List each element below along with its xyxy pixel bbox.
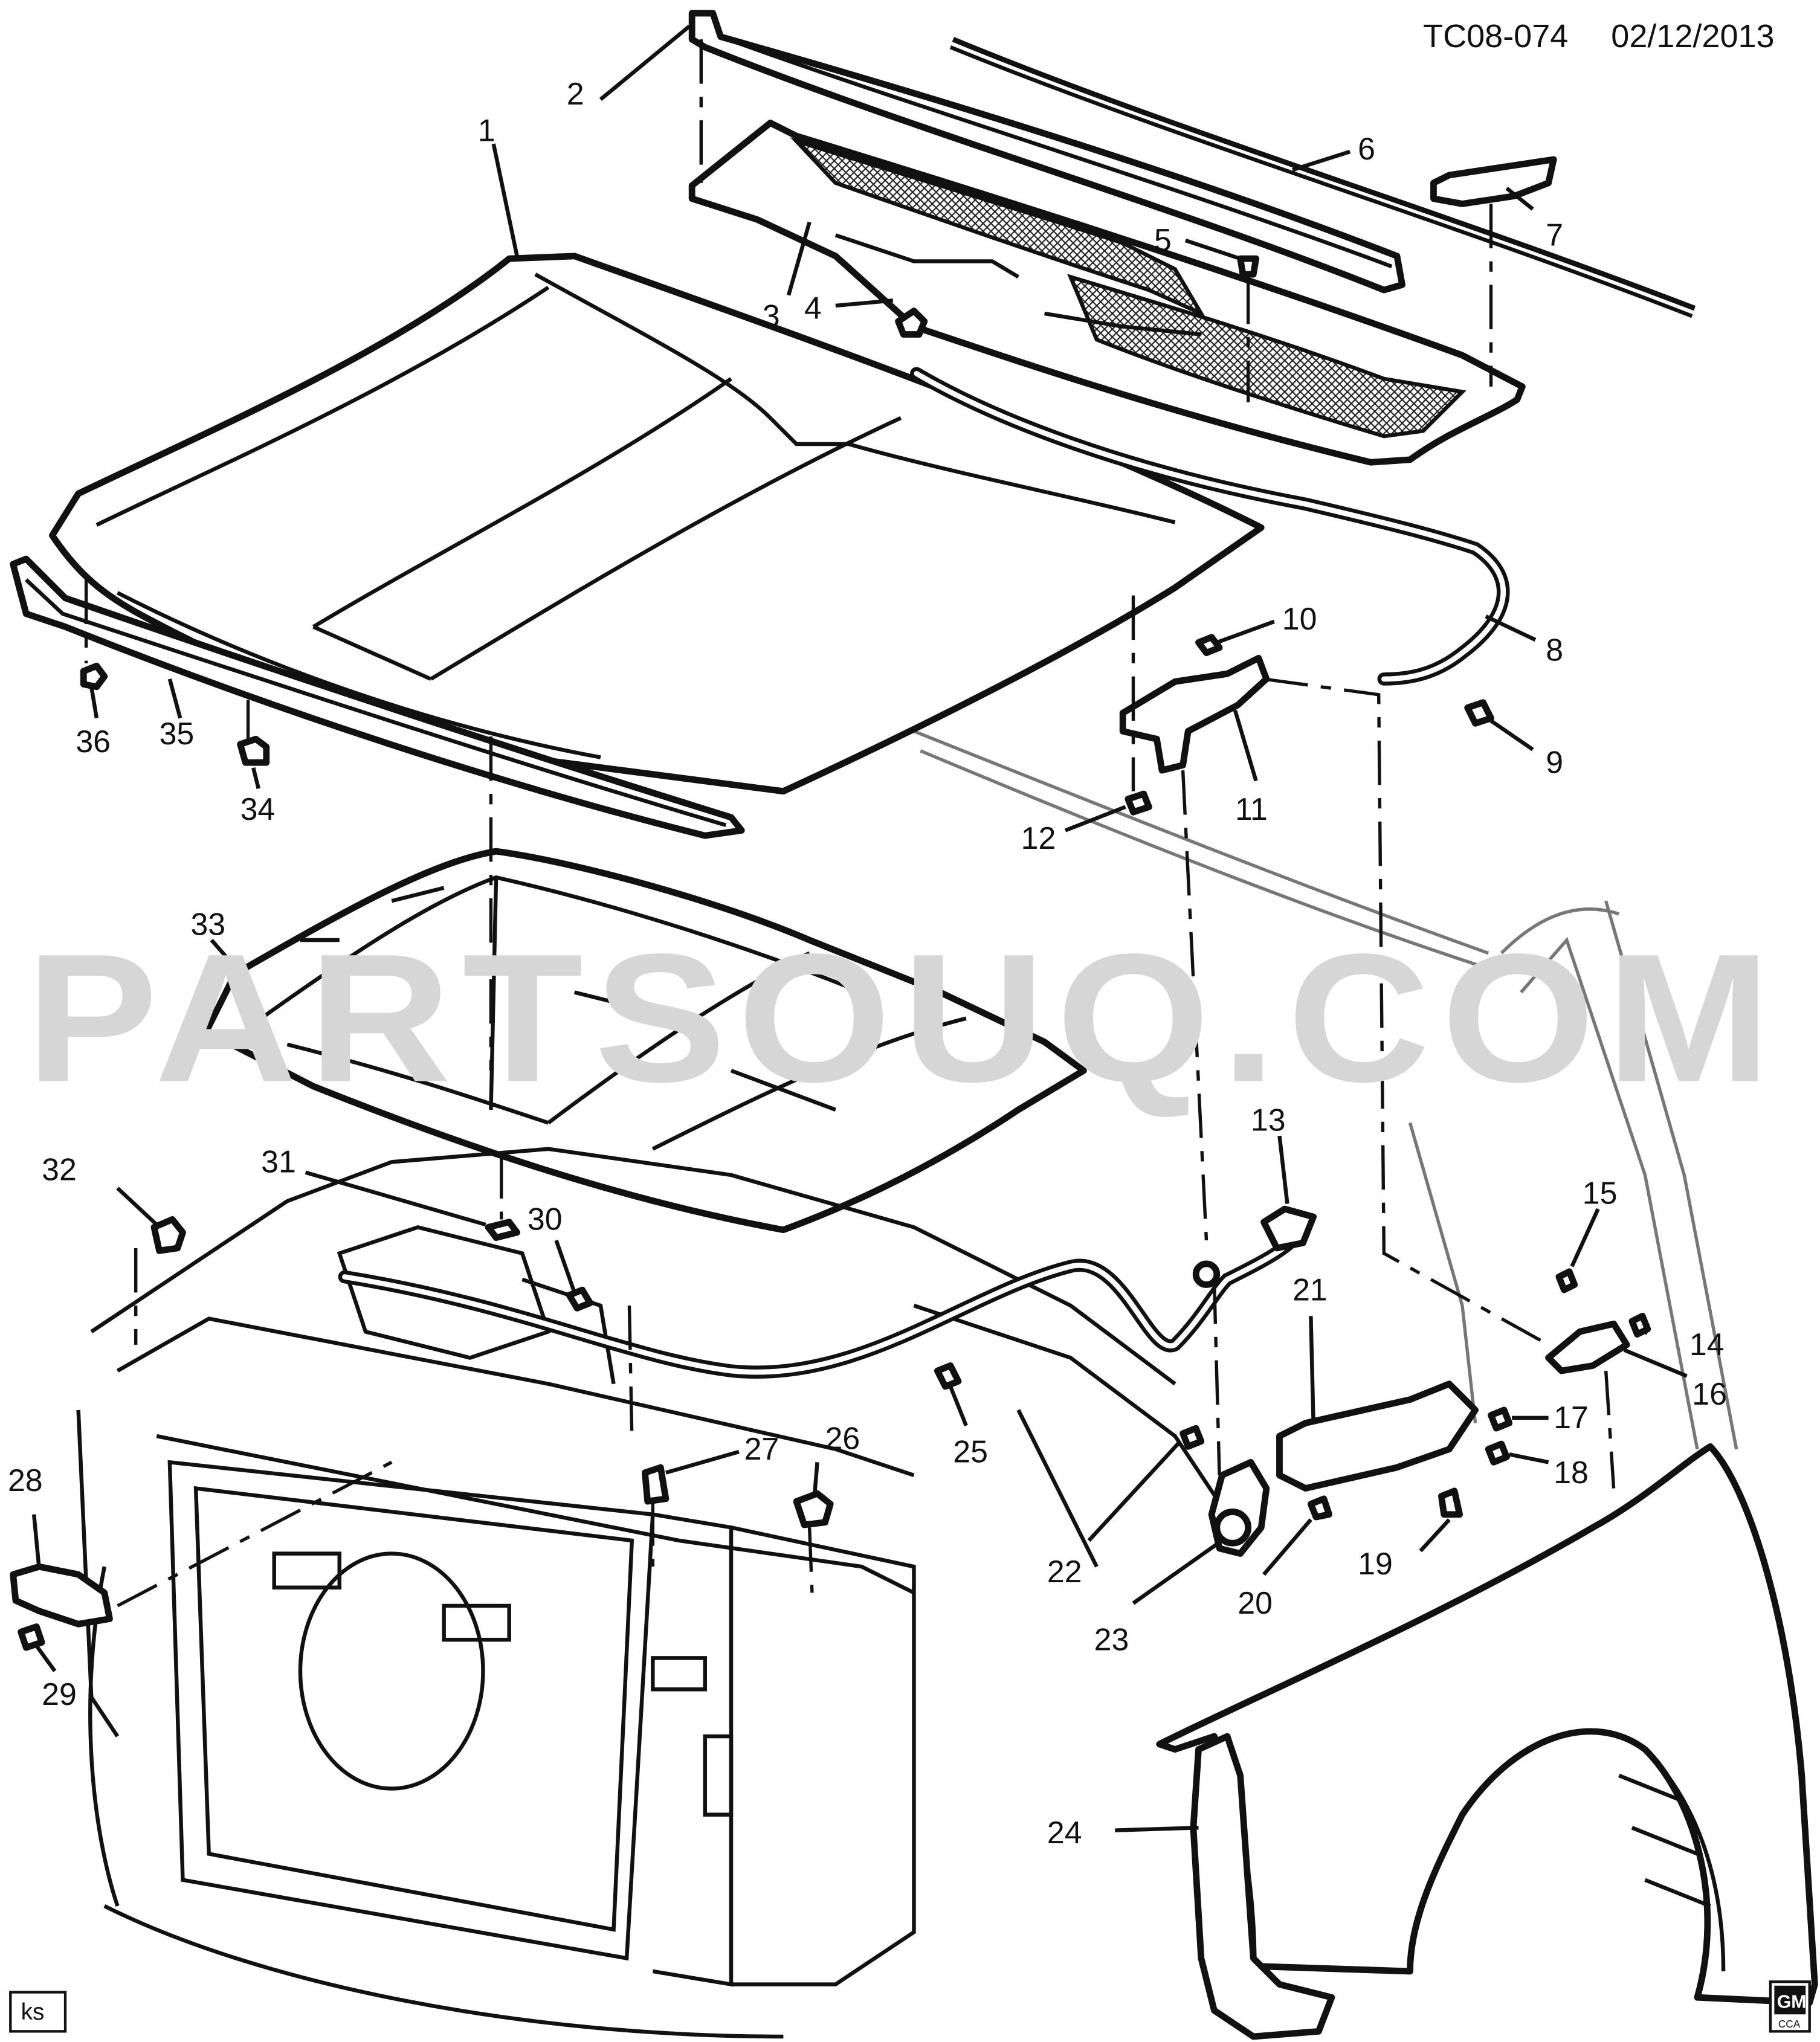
part-22-bolt	[1179, 1425, 1205, 1450]
callout-4: 4	[804, 291, 822, 326]
callout-32: 32	[42, 1152, 77, 1187]
callout-10: 10	[1282, 601, 1317, 636]
leader-lines	[31, 25, 1688, 1832]
vehicle-outline	[913, 729, 1738, 1450]
callout-25: 25	[953, 1434, 988, 1469]
release-cable	[338, 367, 1510, 1379]
part-15-bolt	[1555, 1268, 1578, 1293]
part-12-bolt	[1125, 790, 1152, 816]
callout-18: 18	[1554, 1455, 1589, 1490]
callout-28: 28	[8, 1463, 43, 1498]
callout-15: 15	[1583, 1175, 1618, 1210]
callout-26: 26	[825, 1421, 860, 1456]
part-34-clip	[237, 735, 270, 766]
callout-29: 29	[42, 1676, 77, 1712]
part-26-bumper	[793, 1490, 834, 1528]
part-30-nut	[566, 1286, 594, 1312]
part-4-nozzle	[895, 308, 928, 338]
initials-box	[9, 1991, 67, 2033]
callout-19: 19	[1358, 1546, 1393, 1581]
callout-17: 17	[1554, 1400, 1589, 1435]
callout-34: 34	[240, 791, 276, 826]
callout-35: 35	[160, 716, 195, 751]
callout-labels: 1 2 3 4 5 6 7 8 9 10 11 12 13 14 15 16 1…	[8, 76, 1727, 1850]
part-7-end-cap	[1430, 156, 1557, 207]
alignment-lines	[84, 39, 1616, 1608]
callout-22: 22	[1047, 1554, 1082, 1589]
part-17-bolt	[1488, 1406, 1513, 1432]
callout-5: 5	[1154, 222, 1172, 257]
callout-3: 3	[763, 298, 780, 333]
part-2-cowl-seal	[688, 10, 1405, 294]
callout-31: 31	[261, 1144, 296, 1179]
gm-logo: GM CCA	[1769, 1980, 1811, 2033]
callout-23: 23	[1094, 1622, 1129, 1657]
callout-36: 36	[76, 724, 111, 759]
callout-27: 27	[744, 1431, 779, 1466]
callout-1: 1	[478, 113, 495, 148]
part-31-washer	[485, 1219, 521, 1242]
callout-20: 20	[1238, 1585, 1273, 1620]
callout-11: 11	[1235, 791, 1268, 826]
part-6-weatherstrip	[949, 37, 1696, 318]
initials-text: ks	[21, 1999, 45, 2025]
part-5-pushpin	[1237, 255, 1259, 278]
callout-16: 16	[1692, 1376, 1727, 1411]
diagram-date: 02/12/2013	[1611, 18, 1774, 54]
part-35-front-seal	[10, 555, 745, 839]
callout-7: 7	[1546, 217, 1563, 253]
callout-8: 8	[1546, 633, 1563, 668]
hinge-assembly	[1208, 1320, 1630, 1557]
part-33-insulator	[202, 848, 1087, 1234]
radiator-support	[76, 1147, 1229, 2039]
callout-9: 9	[1546, 744, 1563, 779]
part-9-clip	[1464, 699, 1494, 727]
callout-24: 24	[1047, 1815, 1082, 1850]
part-27-bumper	[641, 1464, 670, 1505]
part-32-grommet	[150, 1216, 186, 1254]
callout-6: 6	[1358, 131, 1375, 166]
part-29-bolt	[18, 1623, 45, 1651]
part-28-latch	[10, 1563, 113, 1628]
part-24-fender	[1156, 1443, 1818, 2040]
part-10-bolt	[1195, 634, 1223, 657]
part-20-bolt	[1307, 1495, 1332, 1521]
diagram-code: TC08-074	[1423, 18, 1568, 54]
gm-logo-subtext: CCA	[1778, 2018, 1801, 2030]
callout-2: 2	[567, 76, 584, 111]
callout-33: 33	[190, 906, 225, 941]
callout-30: 30	[528, 1202, 563, 1237]
part-36-clip	[80, 662, 108, 691]
part-18-bolt	[1485, 1440, 1510, 1466]
callout-13: 13	[1251, 1102, 1286, 1137]
part-3-cowl-panel	[688, 120, 1526, 466]
gm-logo-text: GM	[1777, 1992, 1807, 2012]
callout-21: 21	[1292, 1272, 1328, 1307]
part-19-clip	[1438, 1487, 1463, 1518]
part-25-clip	[934, 1362, 962, 1390]
part-11-bracket	[1119, 654, 1270, 774]
watermark: PARTSOUQ.COM	[26, 916, 1782, 1120]
callout-12: 12	[1021, 820, 1056, 855]
callout-14: 14	[1689, 1327, 1725, 1362]
